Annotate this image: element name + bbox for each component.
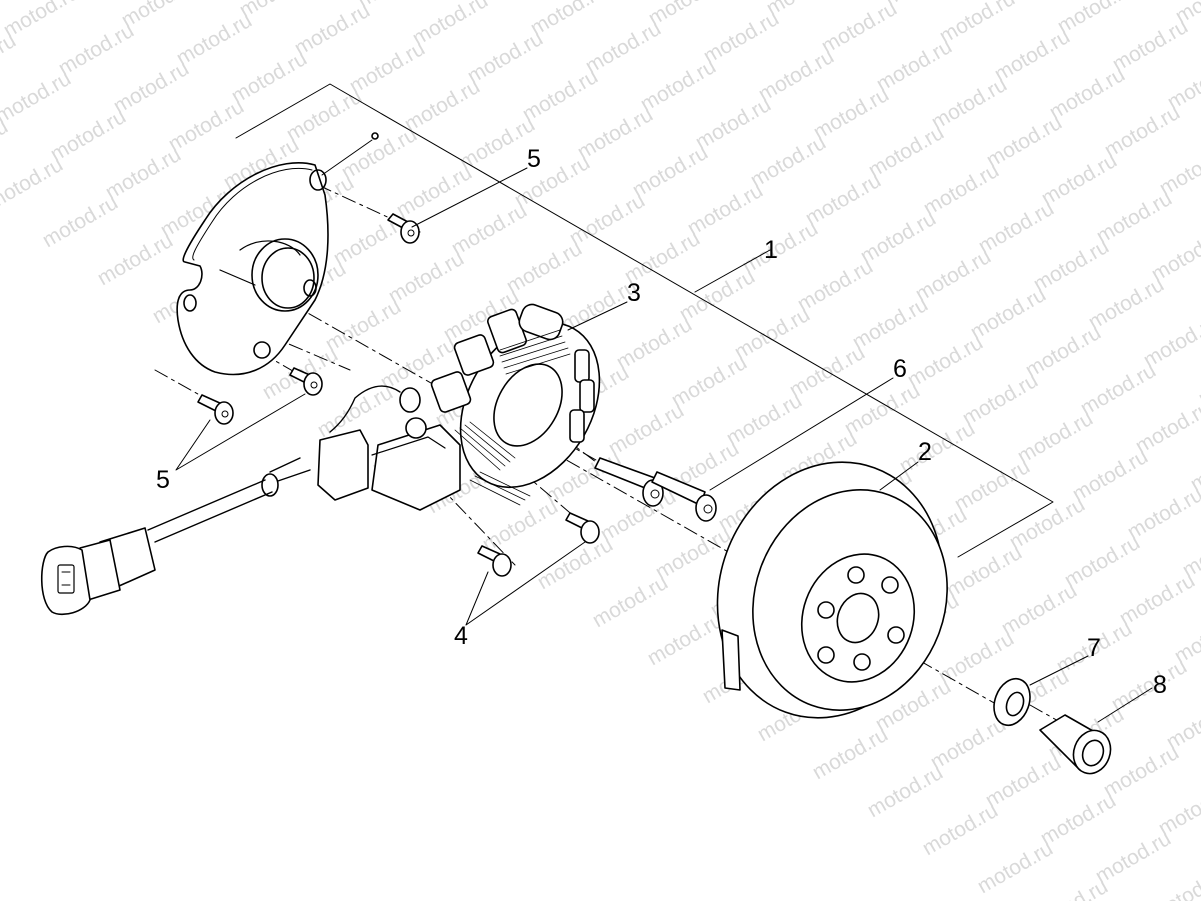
screws-4 (465, 512, 600, 626)
callout-5-top: 5 (527, 145, 541, 173)
callout-2: 2 (918, 438, 932, 466)
nut-8 (1039, 687, 1153, 775)
callout-3: 3 (627, 279, 641, 307)
assembly-bracket-line (235, 83, 1054, 558)
flywheel (716, 461, 948, 719)
stator (430, 301, 628, 506)
wiring-connector (40, 527, 156, 616)
pickup-coil-wiring (147, 385, 461, 543)
callout-4: 4 (454, 622, 468, 650)
callout-7: 7 (1087, 634, 1101, 662)
callout-6: 6 (893, 355, 907, 383)
washer-7 (993, 655, 1089, 727)
bolts-6 (594, 377, 894, 522)
screws-5-lower (175, 367, 323, 471)
callout-1: 1 (764, 236, 778, 264)
pulser-plate (176, 162, 329, 376)
callout-5-bottom: 5 (156, 466, 170, 494)
callout-8: 8 (1153, 671, 1167, 699)
screw-5-top (387, 167, 528, 244)
dowel-pin (371, 132, 379, 140)
